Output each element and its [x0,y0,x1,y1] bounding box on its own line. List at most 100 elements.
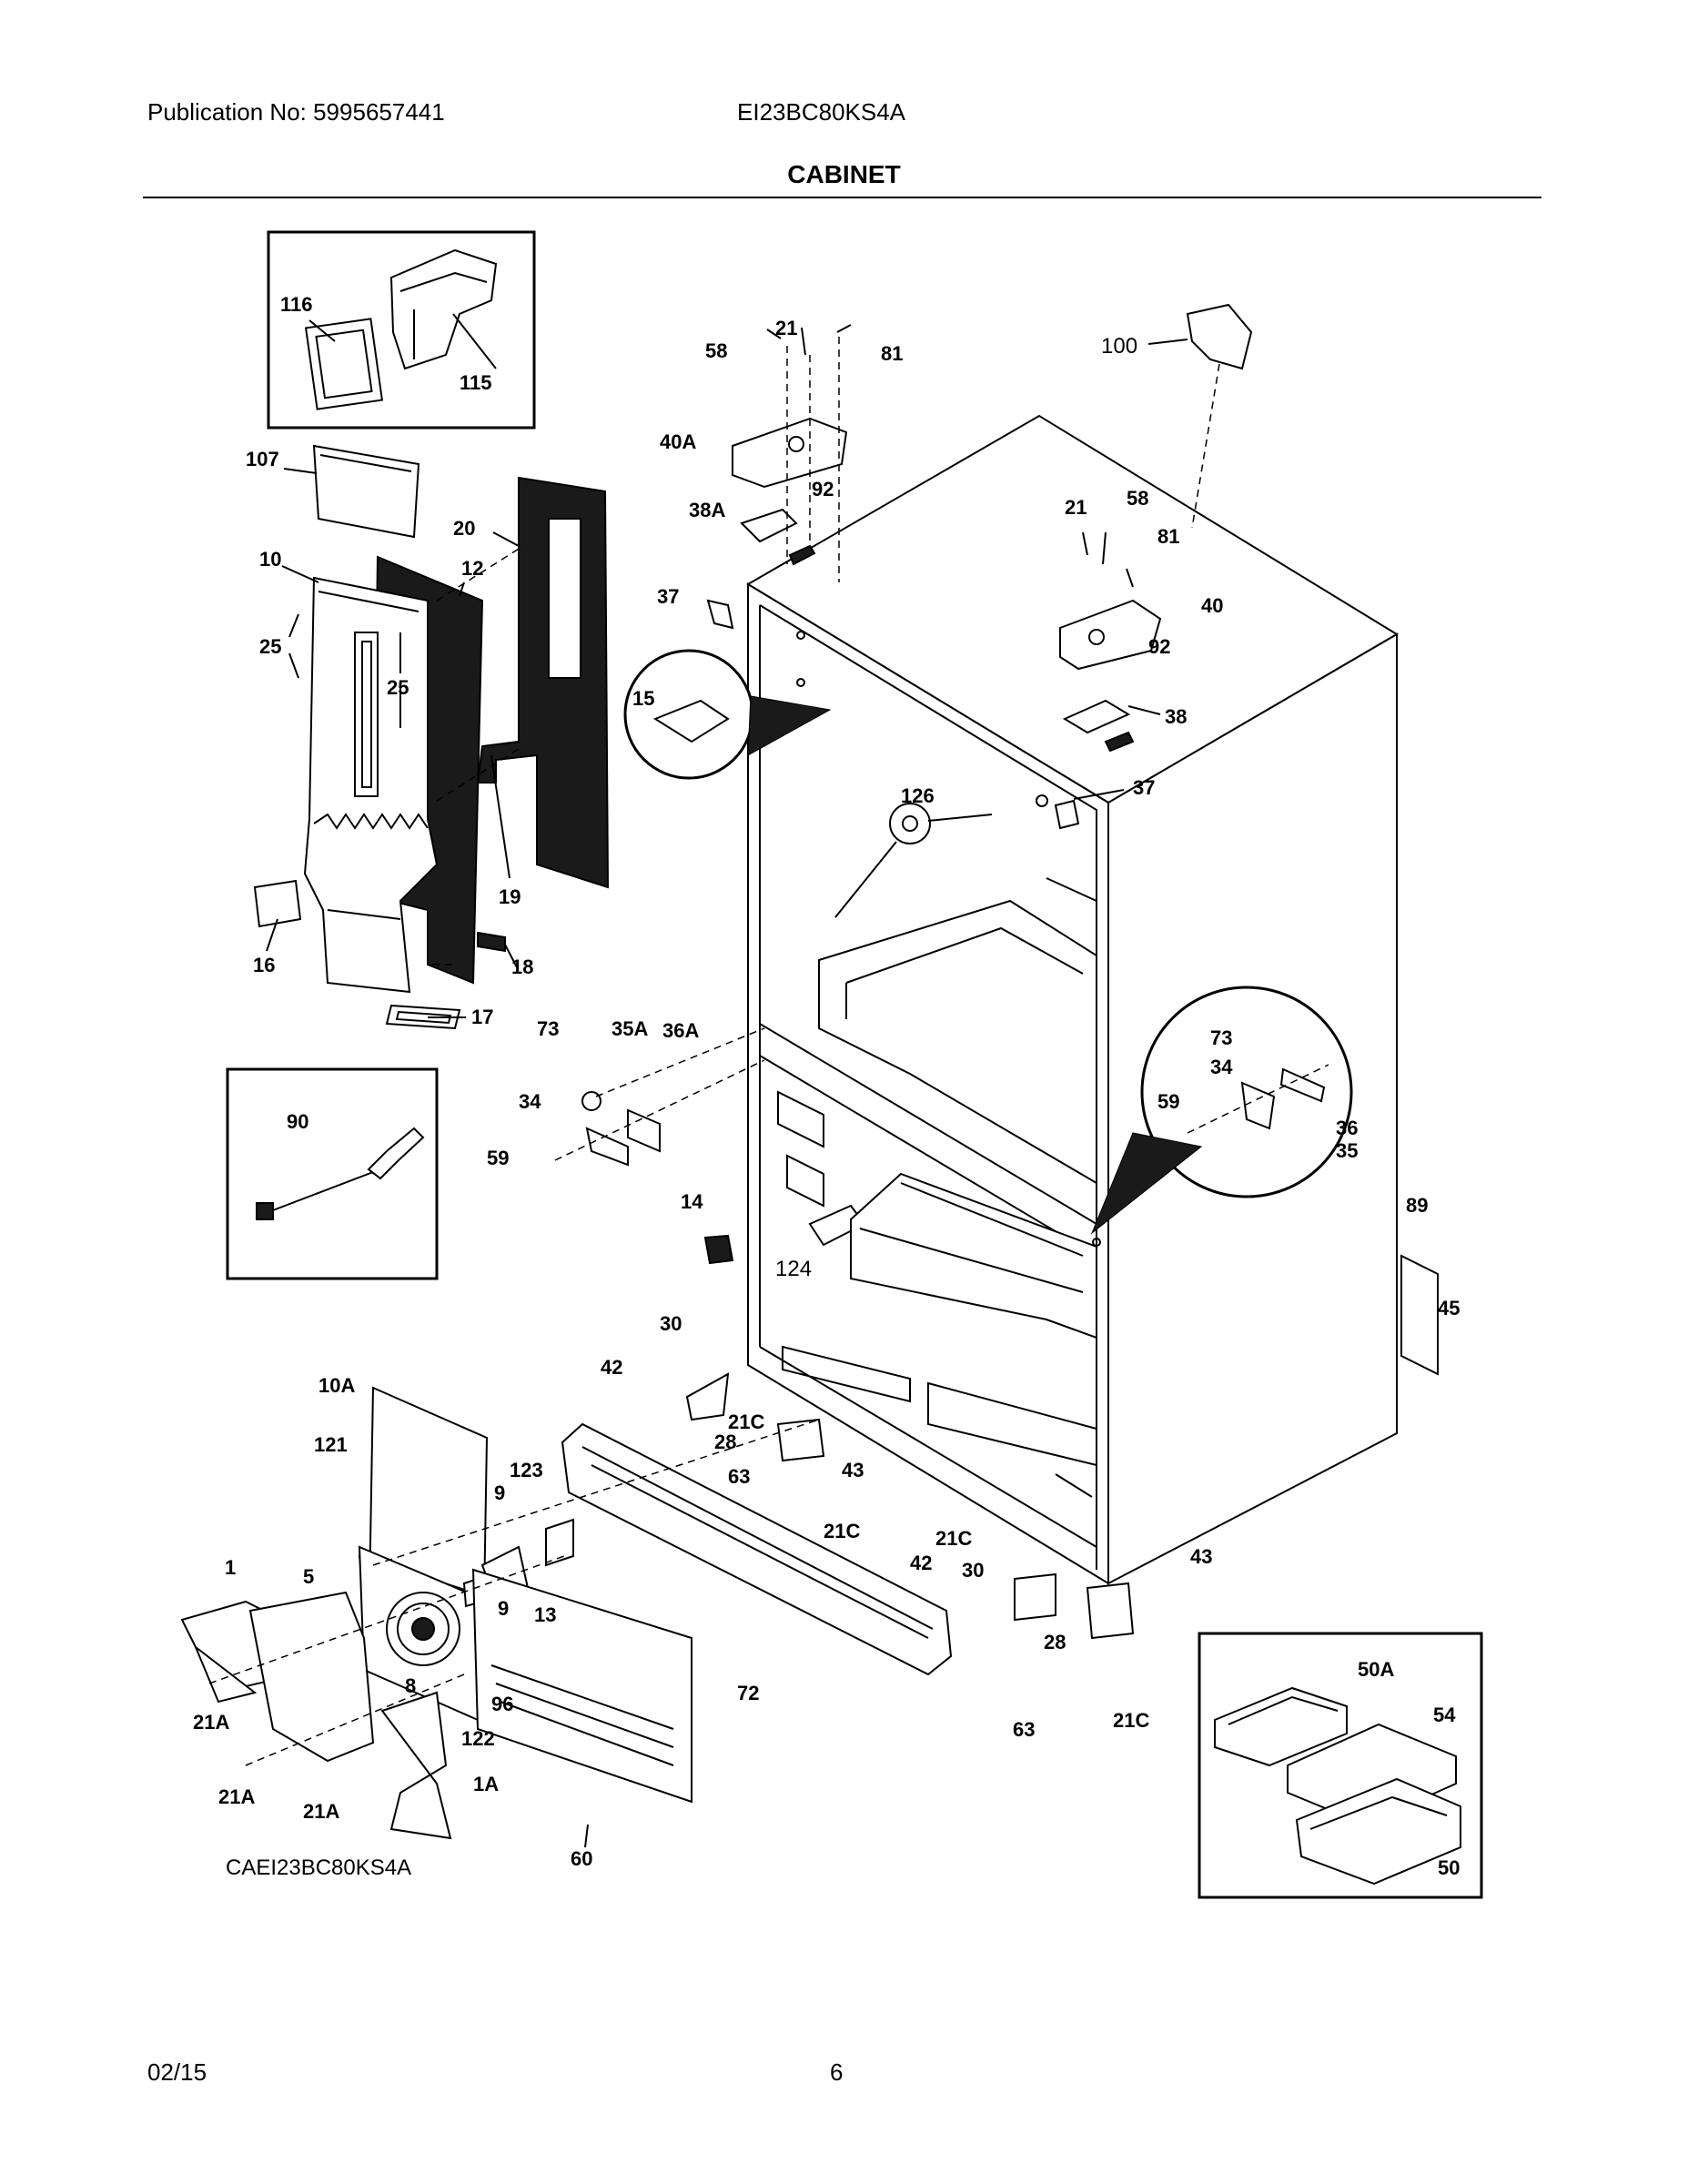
callout-100: 100 [1101,334,1137,359]
callout-21Aa: 21A [193,1711,229,1734]
mid-parts [685,1234,1439,1640]
callout-107: 107 [246,448,279,470]
callout-21Ac: 21A [303,1800,339,1823]
callout-21Cd: 21C [1113,1709,1149,1732]
publication-number: Publication No: 5995657441 [147,98,445,126]
callout-50: 50 [1438,1856,1460,1879]
callout-72: 72 [737,1682,759,1704]
callout-16: 16 [253,954,275,976]
callout-92b: 92 [1148,635,1170,658]
callout-122: 122 [461,1727,495,1750]
callout-42a: 42 [601,1356,622,1379]
detail-circle-15 [623,649,832,780]
toe-grille [561,1422,953,1676]
callout-9b: 9 [498,1597,509,1620]
inset-probe [226,1067,439,1280]
callout-21Ca: 21C [728,1410,764,1433]
callout-21b: 21 [1065,496,1087,519]
model-number: EI23BC80KS4A [737,98,906,126]
callout-54: 54 [1433,1704,1456,1726]
callout-38: 38 [1165,705,1187,728]
callout-126: 126 [901,784,935,807]
inset-icemaker-cover [267,230,536,430]
callout-124: 124 [775,1257,812,1281]
callout-15: 15 [632,687,654,710]
callout-42b: 42 [910,1552,932,1574]
callout-63a: 63 [728,1465,750,1488]
callout-1: 1 [225,1556,236,1579]
callout-25a: 25 [259,635,281,658]
callout-96: 96 [491,1693,513,1715]
callout-28b: 28 [1044,1631,1066,1653]
callout-63b: 63 [1013,1718,1035,1741]
callout-43b: 43 [1190,1545,1212,1568]
callout-12: 12 [461,557,483,580]
callout-labels: 116 115 107 10 12 20 25 25 19 18 16 17 5… [193,293,1460,1880]
callout-34b: 34 [1210,1056,1233,1078]
callout-115: 115 [460,371,492,394]
callout-43a: 43 [842,1459,864,1481]
callout-58b: 58 [1127,487,1148,510]
callout-1A: 1A [473,1773,499,1795]
callout-121: 121 [314,1433,348,1456]
callout-21Ab: 21A [218,1785,255,1808]
refrigerator-cabinet [746,414,1399,1585]
callout-60: 60 [571,1847,592,1870]
callout-19: 19 [499,885,521,908]
callout-20: 20 [453,517,475,540]
callout-45: 45 [1438,1297,1460,1320]
callout-8: 8 [405,1674,416,1697]
callout-73a: 73 [537,1017,559,1040]
top-hinge-left [706,324,852,630]
callout-14: 14 [681,1190,703,1213]
header-rule [143,197,1541,198]
callout-58a: 58 [705,339,727,362]
callout-116: 116 [280,293,313,316]
callout-17: 17 [471,1006,493,1028]
callout-21Cc: 21C [935,1527,972,1550]
footer-date: 02/15 [147,2058,207,2086]
detail-circle-36 [1090,986,1353,1235]
callout-10: 10 [259,548,281,571]
callout-21a: 21 [775,317,797,339]
callout-40: 40 [1201,594,1223,617]
callout-21Cb: 21C [824,1520,860,1542]
callout-89: 89 [1406,1194,1428,1217]
callout-25b: 25 [387,676,409,699]
callout-81b: 81 [1157,525,1179,548]
callout-36: 36 [1336,1117,1358,1139]
callout-123: 123 [510,1459,543,1481]
callout-30b: 30 [962,1559,984,1582]
callout-73b: 73 [1210,1026,1232,1049]
callout-30a: 30 [660,1312,682,1335]
top-hinge-right [1054,303,1253,830]
callout-35: 35 [1336,1139,1358,1162]
callout-37b: 37 [1133,776,1155,799]
callout-59a: 59 [487,1147,509,1169]
callout-34a: 34 [519,1090,541,1113]
callout-13: 13 [534,1603,556,1626]
page-title: CABINET [787,160,901,188]
condenser-fan-assembly [180,1386,820,1848]
callout-35A: 35A [612,1017,648,1040]
callout-10A: 10A [318,1374,355,1397]
callout-18: 18 [511,956,533,978]
callout-92a: 92 [812,478,834,500]
callout-81a: 81 [881,342,903,365]
callout-90: 90 [287,1110,308,1133]
callout-59b: 59 [1157,1090,1179,1113]
center-hinge-left [554,1027,765,1167]
callout-37a: 37 [657,585,679,608]
drawing-code: CAEI23BC80KS4A [226,1855,411,1880]
callout-9a: 9 [494,1481,505,1504]
callout-38A: 38A [689,499,725,521]
inset-control-box [1198,1632,1483,1899]
callout-40A: 40A [660,430,696,453]
evaporator-cover-assembly [253,444,610,1030]
page-number: 6 [830,2058,844,2086]
callout-50A: 50A [1358,1658,1394,1681]
callout-36A: 36A [662,1019,699,1042]
callout-5: 5 [303,1565,314,1588]
callout-28a: 28 [714,1431,736,1453]
